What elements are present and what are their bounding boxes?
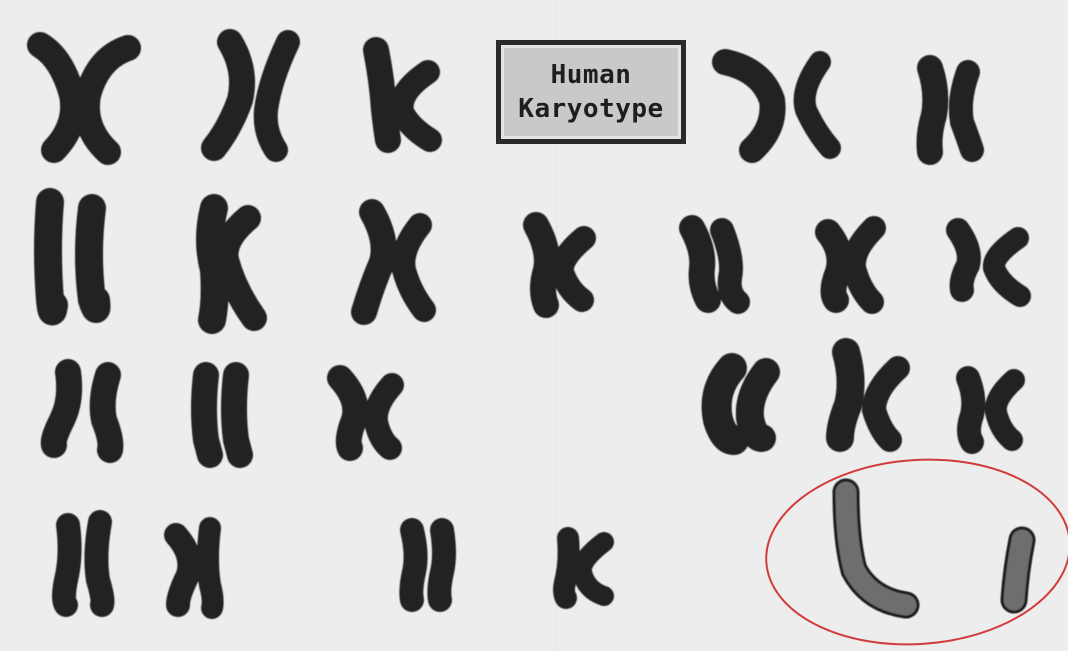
- y-chromosome-fill: [1014, 540, 1022, 600]
- chromosome-pair-11: [828, 228, 874, 302]
- chromatid-1: [840, 352, 851, 438]
- chromosome-pair-19: [64, 522, 103, 605]
- chromatid-1: [958, 230, 969, 290]
- chromosome-pair-14: [204, 375, 240, 455]
- chromatid-1: [930, 68, 936, 152]
- chromosome-pair-2: [214, 42, 288, 150]
- chromatid-2: [996, 380, 1014, 440]
- chromosome-pair-5: [930, 68, 973, 152]
- chromatid-1: [54, 372, 69, 445]
- chromatid-1: [692, 228, 708, 300]
- chromosome-pair-9: [536, 225, 584, 305]
- chromatid-2: [225, 218, 254, 318]
- chromatid-1: [364, 212, 384, 312]
- chromatid-2: [994, 238, 1020, 296]
- chromatid-1: [564, 538, 569, 598]
- chromatid-2: [874, 368, 898, 440]
- chromosome-pair-15: [340, 378, 392, 448]
- chromatid-1: [204, 375, 210, 455]
- sex-chromosome-pair: [846, 492, 1022, 605]
- chromatid-2: [439, 530, 444, 600]
- chromosome-pair-7: [210, 208, 254, 320]
- chromatid-1: [968, 378, 973, 442]
- chromatid-1: [176, 535, 190, 605]
- chromatid-1: [64, 525, 70, 605]
- x-chromosome-fill: [846, 492, 906, 605]
- chromatid-1: [48, 202, 54, 311]
- chromatid-2: [854, 228, 874, 302]
- chromatid-2: [103, 375, 111, 450]
- chromatid-2: [87, 48, 128, 152]
- chromosome-pair-17: [840, 352, 898, 440]
- chromatid-1: [411, 530, 415, 600]
- chromosome-pair-10: [692, 228, 738, 302]
- chromosome-pair-3: [376, 50, 430, 140]
- chromatid-2: [722, 230, 738, 302]
- chromatid-1: [340, 378, 355, 448]
- chromosome-pair-1: [40, 45, 128, 152]
- chromosome-pair-13: [54, 372, 111, 450]
- chromatid-2: [402, 72, 430, 140]
- chromosome-pair-12: [958, 230, 1020, 296]
- chromatid-2: [562, 238, 584, 300]
- chromatid-1: [828, 232, 840, 300]
- chromatid-2: [376, 385, 392, 448]
- chromatid-2: [208, 528, 213, 608]
- chromatid-2: [961, 72, 972, 150]
- chromosome-pair-20: [176, 528, 213, 608]
- title-line-1: Human: [551, 58, 632, 92]
- chromosome-pair-21: [411, 530, 444, 600]
- chromatid-2: [234, 375, 240, 455]
- chromosome-pair-22: [564, 538, 604, 598]
- y-chromosome: [1014, 540, 1022, 600]
- x-chromosome: [846, 492, 906, 605]
- chromatid-2: [750, 372, 766, 438]
- chromosome-pair-16: [717, 368, 766, 440]
- chromatid-2: [582, 542, 604, 596]
- chromatid-1: [725, 62, 773, 150]
- chromatid-1: [536, 225, 547, 305]
- chromatid-1: [376, 50, 388, 140]
- chromosome-pair-8: [364, 212, 424, 312]
- chromatid-1: [40, 45, 73, 150]
- title-box: Human Karyotype: [496, 40, 686, 144]
- chromatid-2: [403, 225, 424, 310]
- title-line-2: Karyotype: [518, 92, 663, 126]
- chromatid-1: [717, 368, 734, 440]
- chromatid-1: [214, 42, 242, 148]
- chromosome-pair-4: [725, 62, 830, 150]
- chromatid-2: [89, 208, 97, 309]
- chromatid-2: [96, 522, 102, 605]
- chromatid-2: [805, 62, 830, 148]
- chromatid-2: [266, 42, 288, 150]
- chromosome-pair-6: [48, 202, 97, 311]
- chromosome-pair-18: [968, 378, 1014, 442]
